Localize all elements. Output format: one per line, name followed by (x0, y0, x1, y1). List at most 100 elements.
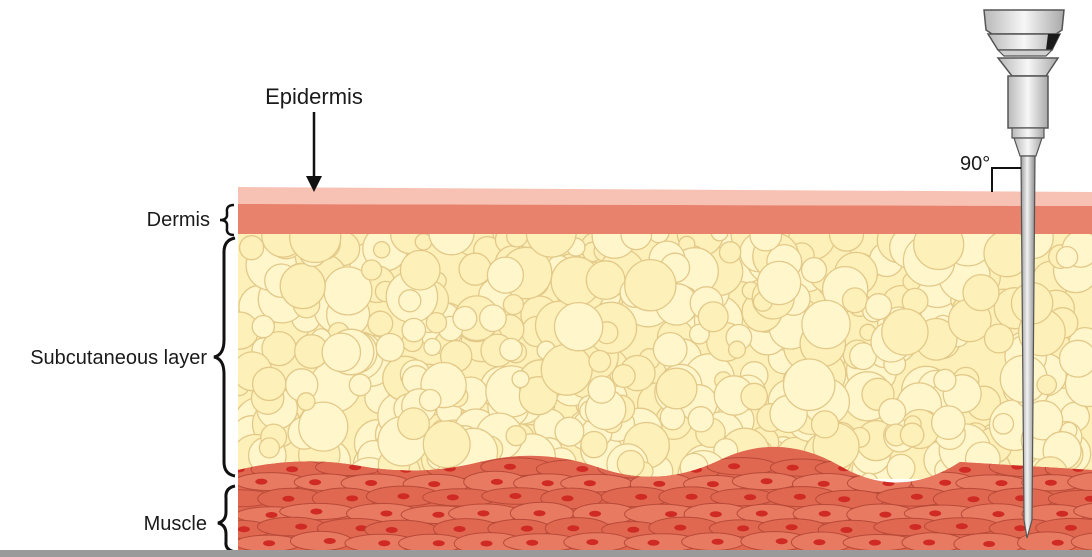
fat-cell (402, 318, 425, 341)
fat-cell (349, 374, 371, 396)
fat-cell (843, 288, 868, 313)
muscle-brace (218, 486, 235, 552)
muscle-nucleus (968, 496, 980, 502)
epidermis-label: Epidermis (265, 84, 363, 109)
muscle-nucleus (879, 512, 891, 518)
muscle-nucleus (380, 511, 392, 517)
muscle-nucleus (477, 510, 489, 516)
fat-cell (698, 302, 728, 332)
muscle-nucleus (309, 479, 321, 485)
muscle-nucleus (761, 478, 773, 484)
muscle-nucleus (255, 479, 267, 485)
fat-cell (424, 339, 441, 356)
muscle-nucleus (263, 540, 275, 546)
muscle-nucleus (386, 527, 398, 533)
muscle-nucleus (365, 480, 377, 486)
fat-cell (240, 236, 264, 260)
fat-cell (887, 454, 915, 482)
fat-cell (1056, 247, 1077, 268)
fat-cell (480, 305, 507, 332)
muscle-nucleus (562, 495, 574, 501)
muscle-nucleus (627, 527, 639, 533)
muscle-nucleus (324, 538, 336, 544)
fat-cell (932, 406, 965, 439)
fat-cell (500, 338, 522, 360)
muscle-nucleus (939, 480, 951, 486)
muscle-nucleus (509, 493, 521, 499)
muscle-label: Muscle (144, 513, 207, 535)
angle-indicator: 90° (960, 153, 1021, 192)
muscle-nucleus (883, 480, 895, 486)
muscle-nucleus (794, 494, 806, 500)
muscle-nucleus (542, 480, 554, 486)
muscle-nucleus (996, 480, 1008, 486)
muscle-nucleus (454, 526, 466, 532)
fat-cell (362, 260, 382, 280)
muscle-nucleus (911, 494, 923, 500)
muscle-nucleus (310, 509, 322, 515)
muscle-nucleus (433, 540, 445, 546)
fat-cell (253, 367, 286, 400)
fat-cell (541, 344, 592, 395)
fat-cell (512, 371, 529, 388)
angle-label: 90° (960, 153, 990, 175)
muscle-nucleus (665, 511, 677, 517)
muscle-nucleus (295, 524, 307, 530)
fat-cell (487, 257, 523, 293)
muscle-nucleus (674, 525, 686, 531)
epidermis-layer (238, 187, 1092, 206)
muscle-nucleus (526, 540, 538, 546)
fat-cell (656, 368, 697, 409)
fat-cell (879, 399, 906, 426)
muscle-nucleus (744, 494, 756, 500)
muscle-nucleus (584, 480, 596, 486)
fat-cell (506, 426, 526, 446)
subcutaneous-brace (214, 238, 235, 476)
muscle-nucleus (567, 525, 579, 531)
muscle-nucleus (923, 540, 935, 546)
fat-cell (322, 333, 360, 371)
muscle-nucleus (737, 525, 749, 531)
fat-cell (882, 309, 928, 355)
fat-cell (812, 411, 839, 438)
fat-cell (420, 390, 441, 411)
muscle-cell (290, 531, 351, 550)
fat-cell (259, 438, 279, 458)
fat-cell (866, 294, 892, 320)
muscle-nucleus (813, 539, 825, 545)
fat-cell (459, 253, 491, 285)
dermis-layer (238, 204, 1092, 238)
muscle-nucleus (983, 541, 995, 547)
fat-cell (374, 242, 390, 258)
fat-cell (588, 376, 615, 403)
muscle-nucleus (576, 466, 588, 472)
muscle-nucleus (398, 493, 410, 499)
muscle-nucleus (1056, 511, 1068, 517)
muscle-nucleus (786, 524, 798, 530)
fat-cell (802, 300, 850, 348)
fat-cell (280, 264, 325, 309)
muscle-nucleus (686, 494, 698, 500)
muscle-nucleus (481, 541, 493, 547)
fat-cell (653, 333, 687, 367)
muscle-nucleus (521, 526, 533, 532)
muscle-nucleus (635, 494, 647, 500)
fat-cell (423, 421, 470, 468)
muscle-nucleus (819, 511, 831, 517)
fat-cell (985, 324, 1014, 353)
fat-cell (555, 303, 603, 351)
fat-cell (555, 417, 584, 446)
fat-cell (400, 250, 440, 290)
fat-cell (741, 383, 767, 409)
muscle-nucleus (818, 481, 830, 487)
muscle-nucleus (712, 539, 724, 545)
fat-cell (503, 295, 523, 315)
muscle-nucleus (286, 466, 298, 472)
muscle-nucleus (428, 481, 440, 487)
muscle-nucleus (909, 524, 921, 530)
fat-cell (993, 414, 1013, 434)
fat-cell (660, 405, 684, 429)
muscle-nucleus (776, 538, 788, 544)
epidermis-pointer: Epidermis (265, 84, 363, 192)
